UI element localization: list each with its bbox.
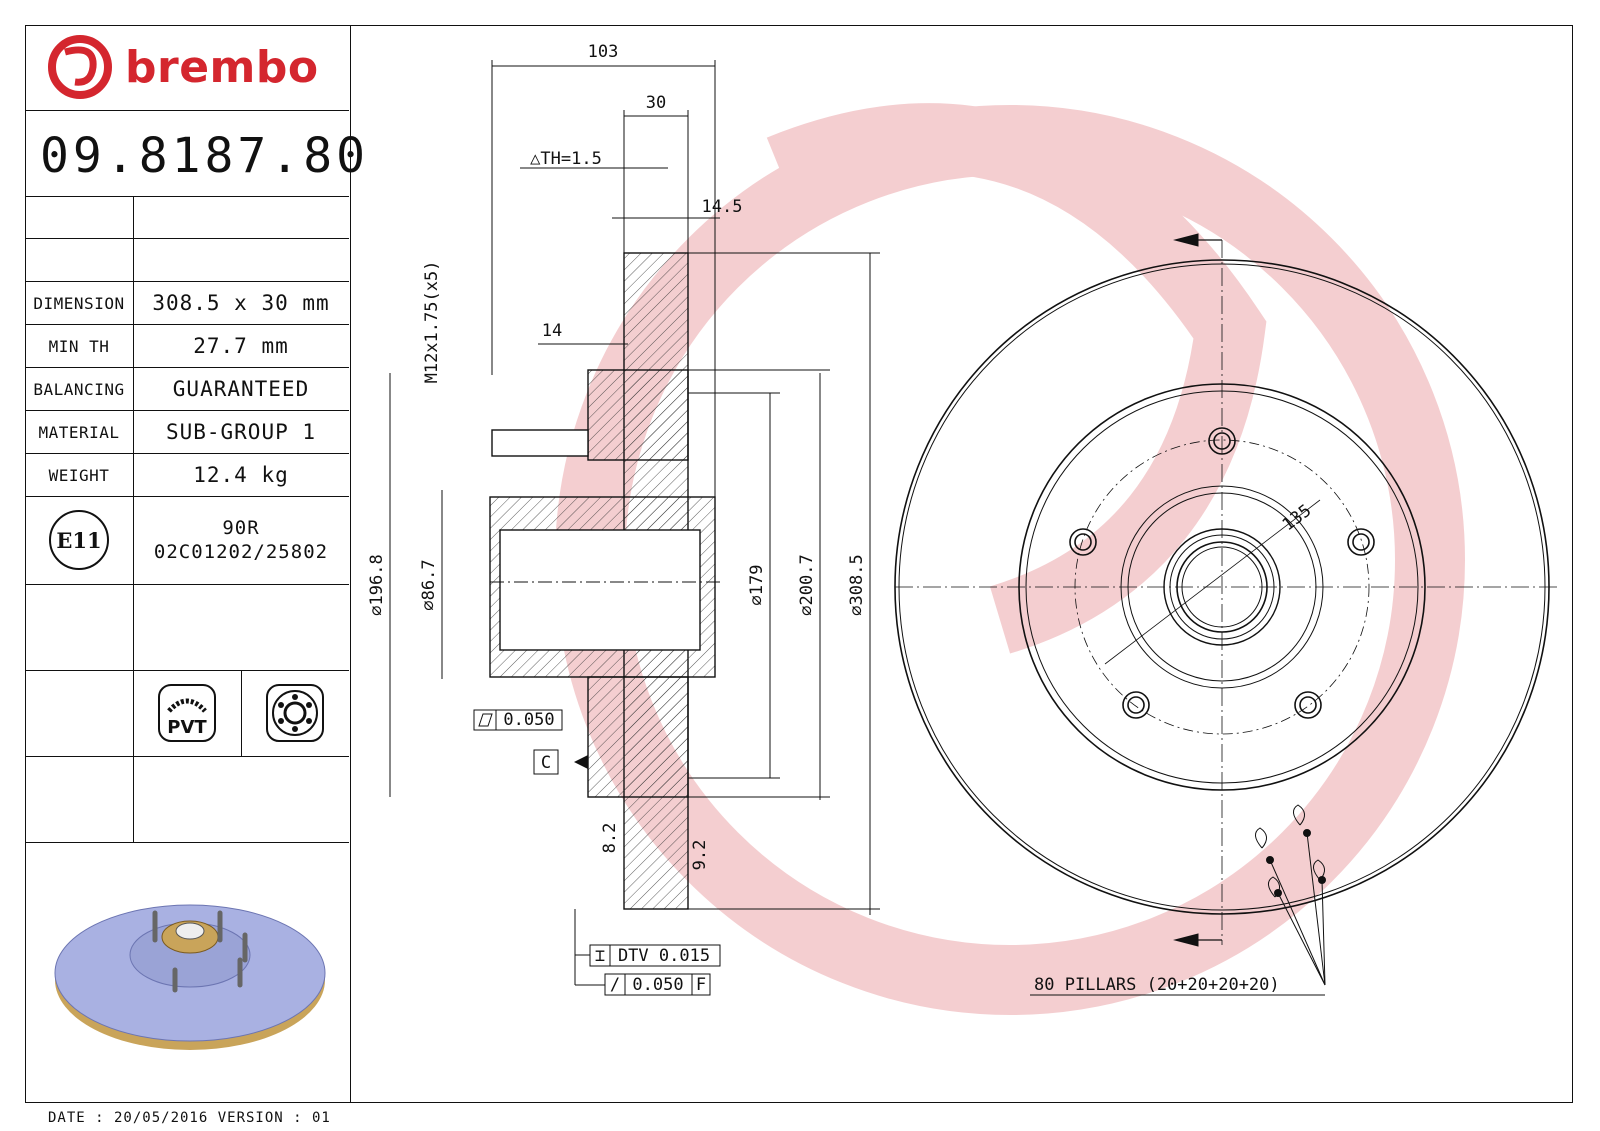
svg-text:/: / [610, 975, 620, 995]
bearing-icon [241, 671, 349, 755]
homologation-reg: 90R [222, 517, 260, 539]
dim-14: 14 [542, 321, 562, 341]
spec-label-material: MATERIAL [38, 422, 120, 442]
brand: brembo [45, 32, 319, 102]
part-number-row [25, 111, 349, 197]
disc-render-image [54, 904, 326, 1050]
pillar-callouts [1030, 804, 1326, 996]
pvt-label: PVT [167, 717, 207, 738]
e11-mark: E11 [25, 497, 133, 583]
spec-value-dimension: 308.5 x 30 mm [152, 291, 330, 315]
blank-row-2 [25, 239, 349, 282]
dim-14-5: 14.5 [702, 197, 743, 217]
brand-row [25, 25, 349, 111]
spec-row-material: MATERIAL SUB-GROUP 1 [25, 411, 349, 454]
dtv-tolerance-frame: ⌶ DTV 0.015 [589, 944, 721, 967]
datum-f-label: F [696, 975, 706, 995]
part-number: 09.8187.80 [40, 128, 369, 184]
brembo-logo-icon [48, 35, 112, 99]
brand-name: brembo [125, 41, 319, 93]
blank-row-4 [25, 757, 349, 843]
spec-label-balancing: BALANCING [33, 379, 125, 399]
blank-row-1 [25, 197, 349, 239]
dim-delta-th: △TH=1.5 [530, 149, 602, 169]
spec-label-min-th: MIN TH [48, 336, 110, 356]
runout-tolerance-frame: / 0.050 F [604, 973, 711, 996]
svg-text:⌶: ⌶ [595, 946, 605, 966]
spec-row-min-th: MIN TH 27.7 mm [25, 325, 349, 368]
dim-308-5: ⌀308.5 [847, 554, 867, 615]
spec-value-min-th: 27.7 mm [193, 334, 289, 358]
datum-c-label: C [541, 753, 551, 773]
vane-dim-a: 8.2 [600, 823, 620, 854]
flatness-tolerance-frame: 0.050 [473, 709, 563, 731]
icon-row: PVT [25, 671, 349, 757]
spec-row-weight: WEIGHT 12.4 kg [25, 454, 349, 497]
icon-divider [241, 671, 243, 757]
dim-86-7: ⌀86.7 [419, 559, 439, 610]
drawing-frame [25, 25, 1573, 1103]
footer-date-version: DATE : 20/05/2016 VERSION : 01 [48, 1110, 331, 1126]
flatness-value: 0.050 [503, 710, 554, 730]
cross-section-view [489, 252, 716, 910]
spec-label-weight: WEIGHT [48, 465, 110, 485]
runout-value: 0.050 [632, 975, 683, 995]
spec-value-material: SUB-GROUP 1 [165, 420, 317, 444]
front-view [894, 233, 1560, 947]
spec-label-dimension: DIMENSION [33, 293, 125, 313]
blank-row-3 [25, 585, 349, 671]
homologation-code: 02C01202/25802 [153, 541, 329, 563]
spec-row-balancing: BALANCING GUARANTEED [25, 368, 349, 411]
dim-30: 30 [646, 93, 666, 113]
homologation-info: 90R 02C01202/25802 [133, 497, 349, 583]
vane-dim-b: 9.2 [690, 840, 710, 871]
pvt-coating-icon: PVT [133, 671, 241, 755]
panel-divider [133, 197, 135, 843]
dim-200-7: ⌀200.7 [797, 554, 817, 615]
e11-label: E11 [49, 510, 109, 570]
dim-179: ⌀179 [747, 565, 767, 606]
spec-value-balancing: GUARANTEED [172, 377, 310, 401]
dim-103: 103 [588, 42, 619, 62]
spec-value-weight: 12.4 kg [193, 463, 289, 487]
pillars-note: 80 PILLARS (20+20+20+20) [1034, 975, 1280, 995]
spec-row-dimension: DIMENSION 308.5 x 30 mm [25, 282, 349, 325]
datum-c: C [533, 749, 588, 775]
dim-thread: M12x1.75(x5) [422, 261, 442, 384]
dtv-value: DTV 0.015 [618, 946, 710, 966]
dim-196-8: ⌀196.8 [367, 554, 387, 615]
homologation-row: E11 90R 02C01202/25802 [25, 497, 349, 585]
title-block: DIMENSION 308.5 x 30 mm MIN TH 27.7 mm B… [25, 25, 351, 1103]
pcd-dim: 135 [1279, 501, 1316, 535]
